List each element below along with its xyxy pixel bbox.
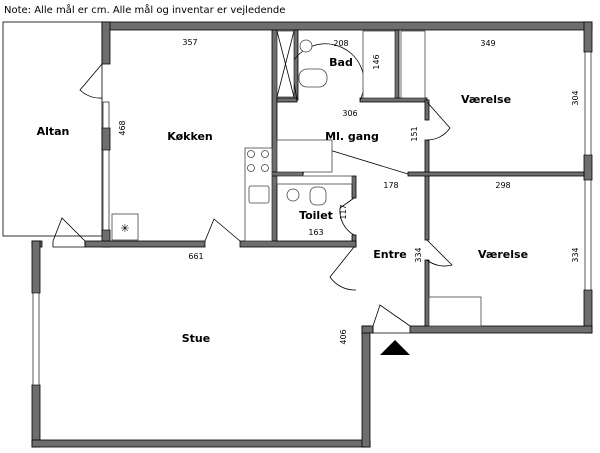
room-label-vaerelse-1: Værelse [461, 93, 511, 106]
room-label-entre: Entre [373, 248, 407, 261]
dim-entre-width: 178 [383, 181, 398, 190]
fixtures: ✳ [111, 30, 482, 327]
room-label-altan: Altan [37, 125, 70, 138]
washer-space [362, 30, 396, 99]
dim-kokken-width: 357 [182, 38, 197, 47]
dim-gang-width: 306 [342, 109, 357, 118]
room-label-vaerelse-2: Værelse [478, 248, 528, 261]
bath-toilet [298, 68, 328, 88]
hall-closet [276, 139, 333, 173]
dim-stue-width: 661 [188, 252, 203, 261]
dim-toilet-depth: 117 [339, 204, 348, 219]
dim-vaerelse1-depth: 304 [571, 90, 580, 105]
washbasin [299, 39, 313, 53]
dim-entre-depth: 334 [414, 247, 423, 262]
room-label-gang: Ml. gang [325, 130, 379, 143]
dim-bad-width: 208 [333, 39, 348, 48]
entrance-arrow-icon [380, 340, 410, 355]
dim-vaerelse2-depth: 334 [571, 247, 580, 262]
walls [31, 21, 593, 448]
wardrobe-1 [400, 30, 426, 99]
kitchen-cabinet [111, 213, 139, 241]
dim-vaerelse1-width: 349 [480, 39, 495, 48]
dim-bad-depth: 146 [372, 54, 381, 69]
room-label-kokken: Køkken [167, 130, 213, 143]
balcony-area [2, 21, 103, 237]
kitchen-sink [248, 185, 270, 204]
wardrobe-2 [428, 296, 482, 327]
toilet-washbasin [286, 188, 300, 202]
toilet-shelf [276, 175, 353, 185]
dim-stue-depth: 406 [339, 329, 348, 344]
room-label-stue: Stue [182, 332, 210, 345]
windows [32, 51, 592, 386]
room-label-toilet: Toilet [299, 209, 333, 222]
dim-gang-depth: 151 [410, 126, 419, 141]
plan-note: Note: Alle mål er cm. Alle mål og invent… [4, 3, 285, 16]
dim-toilet-width: 163 [308, 228, 323, 237]
dim-vaerelse2-width: 298 [495, 181, 510, 190]
dim-kokken-depth: 468 [118, 120, 127, 135]
room-label-bad: Bad [329, 56, 353, 69]
vent-icon: ✳ [120, 222, 129, 235]
toilet-bowl [309, 186, 327, 206]
